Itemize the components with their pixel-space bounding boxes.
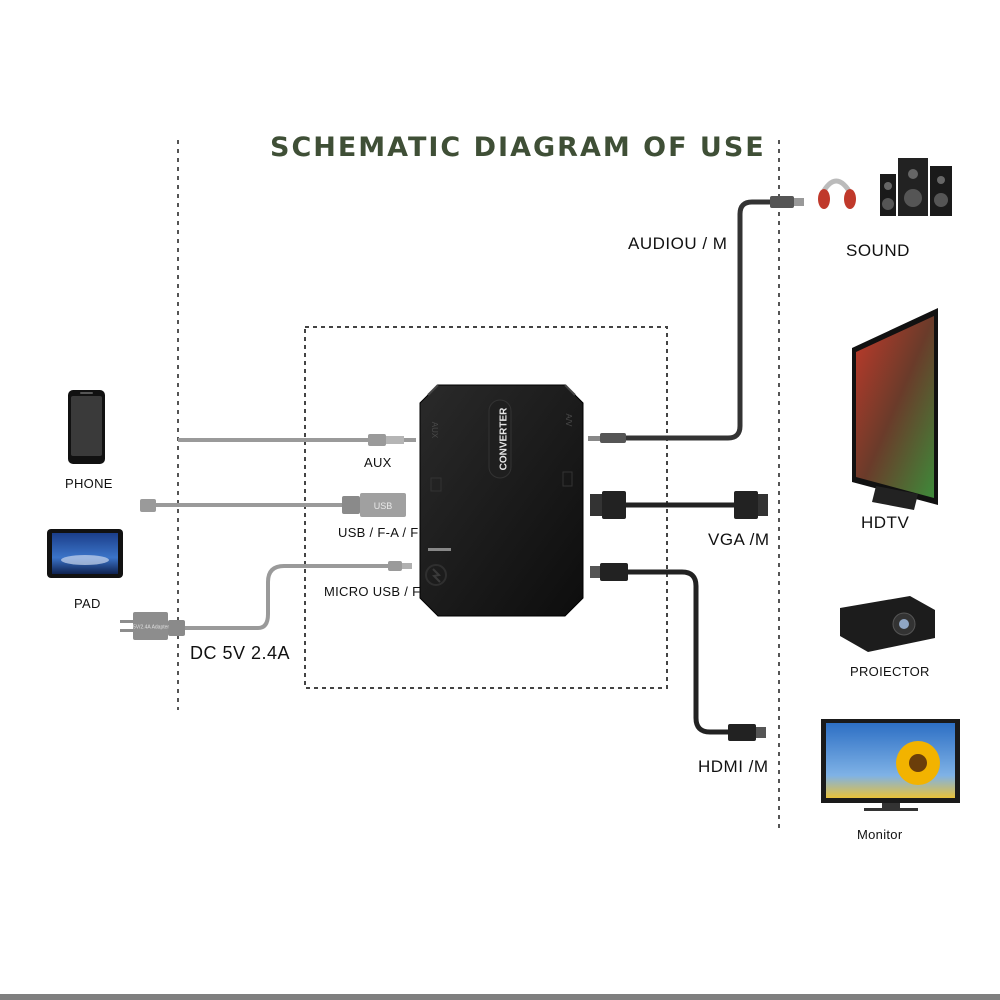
usb-plug-text: USB [374,501,393,511]
aux-cable [178,434,416,446]
device-brand-label: CONVERTER [499,407,510,471]
phone-label: PHONE [65,476,113,491]
diagram-title: SCHEMATIC DIAGRAM OF USE [270,132,766,163]
pad-icon [47,529,123,578]
monitor-icon [821,719,960,811]
phone-icon [68,390,105,464]
audio-cable [588,196,804,443]
usb-cable [140,493,406,517]
micro-usb-label: MICRO USB / F [324,584,421,599]
vga-out-label: VGA /M [708,530,770,549]
speakers-icon [880,158,952,216]
vga-cable [590,491,768,519]
hdmi-cable [590,563,766,741]
sound-label: SOUND [846,241,910,260]
aux-in-label: AUX [364,455,392,470]
audio-out-label: AUDIOU / M [628,234,728,253]
power-label: DC 5V 2.4A [190,643,291,663]
aux-port-label: AUX [430,422,439,439]
converter-zone [304,326,668,689]
micro-usb-cable [120,561,412,640]
av-port-label: A/V [564,414,573,428]
hdtv-label: HDTV [861,513,910,532]
projector-label: PROIECTOR [850,664,930,679]
adapter-text: 5V/2.4A Adapter [133,624,169,630]
pad-label: PAD [74,596,101,611]
bottom-bar [0,994,1000,1000]
monitor-label: Monitor [857,827,903,842]
headphones-icon [818,178,856,209]
converter-device [419,384,584,617]
hdtv-icon [852,308,938,510]
hdmi-out-label: HDMI /M [698,757,769,776]
projector-icon [840,596,935,652]
usb-in-label: USB / F-A / F [338,525,419,540]
